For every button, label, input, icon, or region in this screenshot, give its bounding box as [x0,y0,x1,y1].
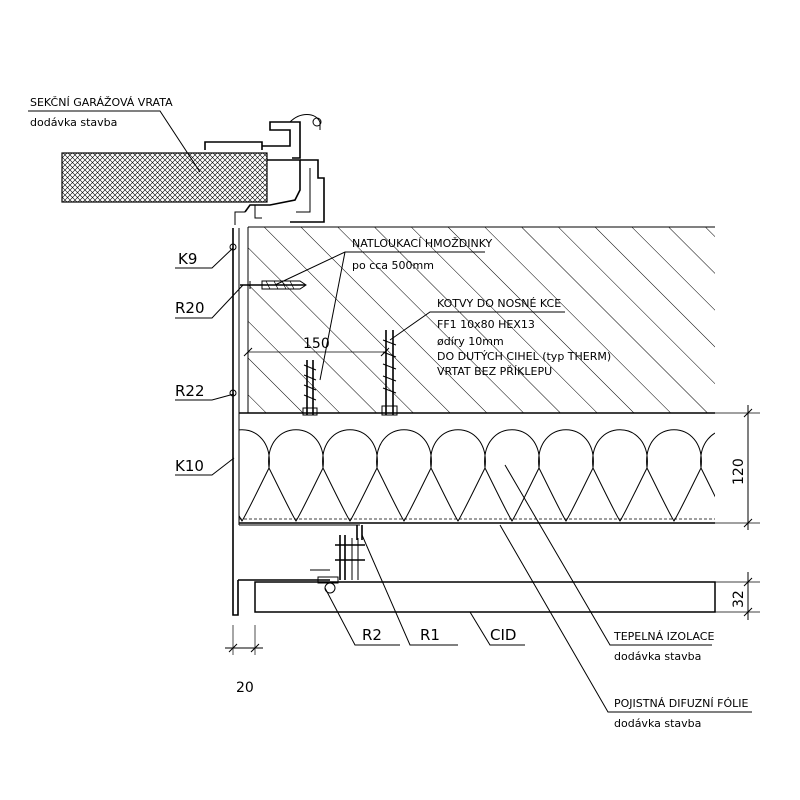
insulation-supply: dodávka stavba [614,650,701,663]
side-flashing [229,228,360,616]
thermal-insulation [239,429,715,524]
tag-r22: R22 [175,382,205,400]
insulation-loop [322,429,378,522]
dim-20-label: 20 [236,680,254,696]
insulation-loop [239,429,270,522]
kotvy-brick: DO DUTÝCH CIHEL (typ THERM) [437,350,611,363]
structural-anchor-right [381,330,398,416]
dim-32-label: 32 [731,590,747,608]
dimension-150 [243,347,390,357]
insulation-loop [538,429,594,522]
tag-cid: CID [490,626,516,644]
garage-door-label: SEKČNÍ GARÁŽOVÁ VRATA [30,96,173,109]
insulation-loop [484,429,540,522]
anchors-title: NATLOUKACÍ HMOŽDINKY [352,237,493,250]
anchors-spacing: po cca 500mm [352,259,434,272]
hammer-in-anchor [240,280,307,290]
garage-door-panel [61,114,325,225]
leader-lines [28,110,752,713]
insulation-loop [376,429,432,522]
insulation-label: TEPELNÁ IZOLACE [613,630,714,643]
tag-r1: R1 [420,626,440,644]
kotvy-title: KOTVY DO NOSNÉ KCE [437,297,561,310]
dim-150-label: 150 [303,336,330,352]
insulation-loop [700,432,715,498]
insulation-loop [646,429,702,522]
tag-k9: K9 [178,250,197,268]
kotvy-spec: FF1 10x80 HEX13 [437,318,535,331]
tag-k10: K10 [175,457,204,475]
insulation-loop [268,429,324,522]
dim-120-label: 120 [731,458,747,485]
membrane-supply: dodávka stavba [614,717,701,730]
tag-r20: R20 [175,299,205,317]
dimension-32 [715,572,760,620]
ceiling-board [238,525,716,613]
insulation-loop [592,429,648,522]
structural-anchor-left [302,360,318,416]
insulation-loop [430,429,486,522]
kotvy-holes: ødíry 10mm [437,335,504,348]
lintel-wall [239,226,715,414]
dimension-20 [225,625,263,655]
dimension-120 [715,405,760,530]
membrane-label: POJISTNÁ DIFUZNÍ FÓLIE [614,697,748,710]
garage-door-supply: dodávka stavba [30,116,117,129]
tag-r2: R2 [362,626,382,644]
kotvy-drill: VRTAT BEZ PŘÍKLEPU [437,365,552,378]
